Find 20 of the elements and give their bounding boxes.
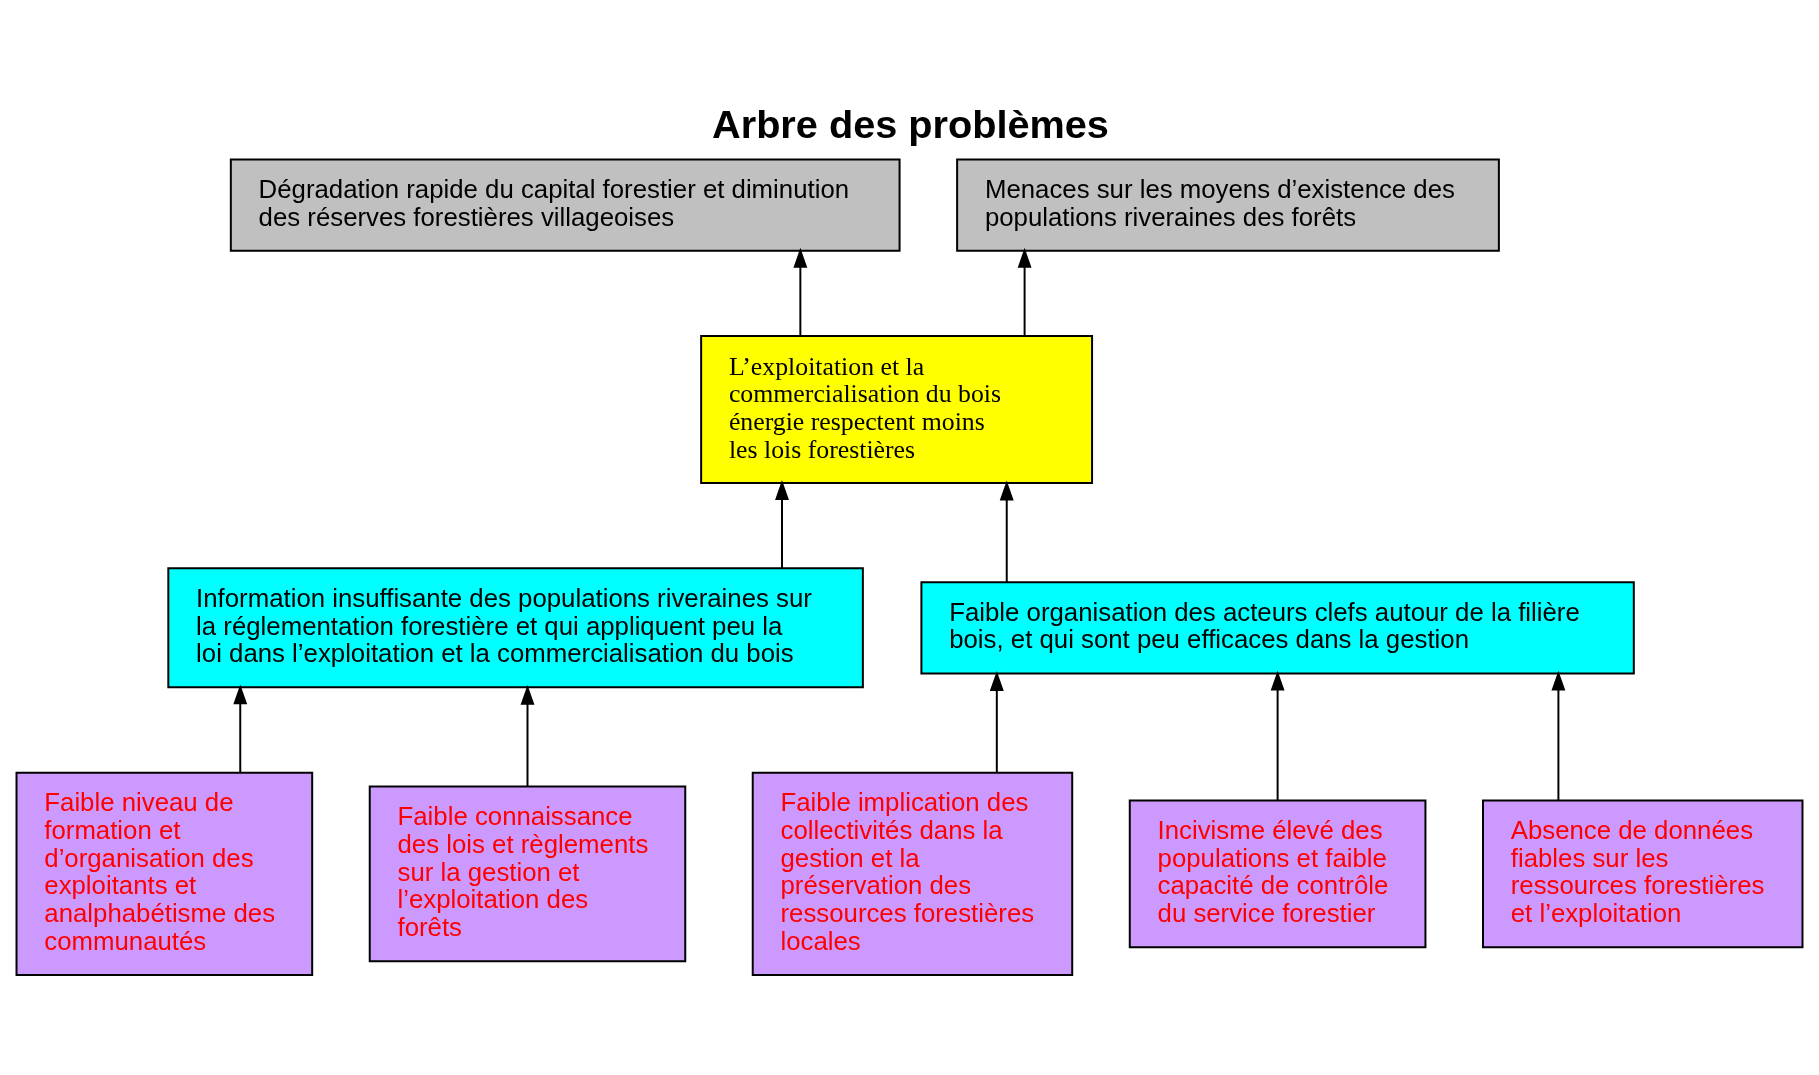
- arrow: [775, 480, 789, 570]
- arrow: [1017, 247, 1032, 337]
- arrow: [1551, 670, 1566, 802]
- node-box: Information insuffisante des populations riveraines sur la réglementation forestière et qui appliquent peu la loi dans l’exploitation et la commercialisation du bois: [167, 567, 864, 689]
- arrow: [999, 480, 1014, 583]
- arrow: [1270, 670, 1285, 802]
- arrow: [989, 671, 1004, 774]
- node-box: Faible organisation des acteurs clefs autour de la filière bois, et qui sont peu efficaces dans la gestion: [920, 581, 1635, 675]
- node-box: Menaces sur les moyens d’existence des populations riveraines des forêts: [956, 158, 1500, 252]
- arrow: [233, 684, 248, 774]
- node-box: L’exploitation et la commercialisation du bois énergie respectent moins les lois forestières: [700, 335, 1094, 484]
- node-box: Dégradation rapide du capital forestier et diminution des réserves forestières villageoises: [229, 158, 901, 252]
- node-box: Incivisme élevé des populations et faible capacité de contrôle du service forestier: [1128, 799, 1427, 949]
- diagram-title: Arbre des problèmes: [712, 101, 1109, 146]
- node-box: Absence de données fiables sur les ressources forestières et l’exploitation: [1482, 799, 1804, 949]
- node-box: Faible connaissance des lois et règlements sur la gestion et l’exploitation des forêts: [368, 785, 687, 963]
- arrow: [520, 684, 535, 788]
- node-box: Faible implication des collectivités dans la gestion et la préservation des ressources forestières locales: [751, 771, 1074, 977]
- arrow: [793, 247, 808, 337]
- node-box: Faible niveau de formation et d’organisation des exploitants et analphabétisme des communautés: [15, 771, 314, 977]
